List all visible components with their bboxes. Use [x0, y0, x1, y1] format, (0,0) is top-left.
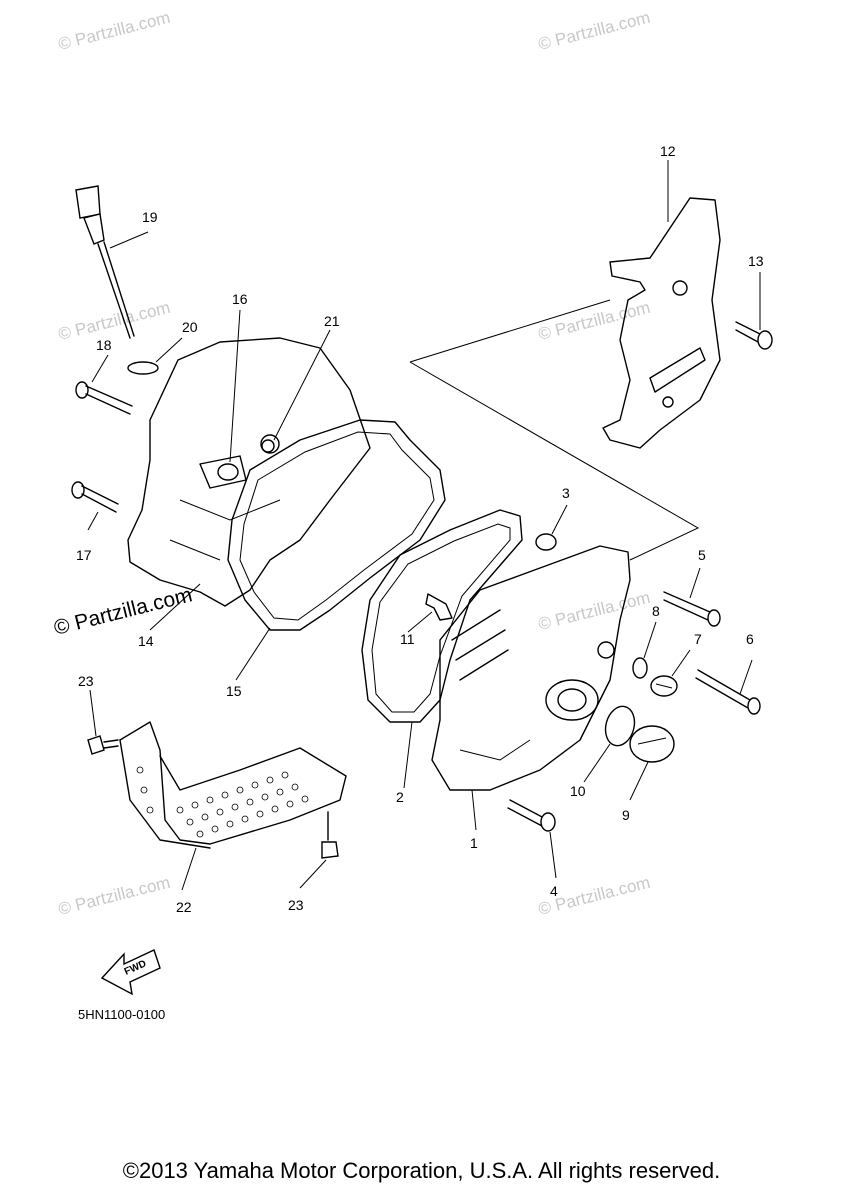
callout-23-lower: 23 — [288, 897, 304, 913]
dowel-16 — [217, 463, 239, 481]
plug-9 — [629, 725, 675, 763]
watermark: © Partzilla.com — [536, 588, 652, 634]
watermark: © Partzilla.com — [56, 873, 172, 919]
dowel-3 — [535, 533, 557, 551]
gasket-left — [227, 419, 446, 631]
plug-7 — [650, 675, 678, 697]
callout-13: 13 — [748, 253, 764, 269]
o-ring-20 — [127, 361, 159, 375]
bolt-5 — [663, 591, 721, 627]
callout-8: 8 — [652, 603, 660, 619]
skid-plate-holes — [136, 766, 309, 838]
bolt-18 — [75, 381, 133, 415]
projection-lines — [409, 299, 700, 561]
callout-11: 11 — [400, 631, 415, 647]
callout-17: 17 — [76, 547, 92, 563]
o-ring-10 — [604, 705, 636, 747]
callout-20: 20 — [182, 319, 198, 335]
copyright-notice: ©2013 Yamaha Motor Corporation, U.S.A. A… — [122, 1158, 721, 1183]
watermark-layer: © Partzilla.com © Partzilla.com © Partzi… — [52, 8, 652, 919]
callout-2: 2 — [396, 789, 404, 805]
bolt-17 — [71, 481, 119, 513]
callout-19: 19 — [142, 209, 158, 225]
callout-23-upper: 23 — [78, 673, 94, 689]
callout-22: 22 — [176, 899, 192, 915]
bolt-6 — [695, 669, 761, 715]
watermark-prominent: © Partzilla.com — [52, 583, 195, 640]
gasket-right — [361, 509, 523, 723]
sprocket-cover — [602, 197, 721, 449]
skid-plate — [119, 721, 347, 849]
callout-16: 16 — [232, 291, 248, 307]
watermark: © Partzilla.com — [56, 298, 172, 344]
bolt-23-upper — [87, 735, 119, 755]
bracket-11 — [425, 593, 453, 621]
dipstick — [75, 185, 135, 339]
callout-3: 3 — [562, 485, 570, 501]
watermark: © Partzilla.com — [536, 8, 652, 54]
watermark: © Partzilla.com — [56, 8, 172, 54]
callout-1: 1 — [470, 835, 478, 851]
callouts: 1 2 3 4 5 6 7 8 9 10 11 12 13 14 15 16 1… — [76, 143, 764, 915]
callout-7: 7 — [694, 631, 702, 647]
callout-9: 9 — [622, 807, 630, 823]
callout-4: 4 — [550, 883, 558, 899]
callout-10: 10 — [570, 783, 586, 799]
leader-lines — [87, 160, 761, 891]
oil-seal-21 — [261, 439, 275, 453]
callout-15: 15 — [226, 683, 242, 699]
callout-14: 14 — [138, 633, 154, 649]
o-ring-8 — [632, 657, 648, 679]
bolt-4 — [507, 799, 556, 832]
callout-18: 18 — [96, 337, 112, 353]
callout-12: 12 — [660, 143, 676, 159]
crankcase-cover-right — [431, 545, 631, 791]
callout-6: 6 — [746, 631, 754, 647]
fwd-arrow: FWD — [100, 949, 161, 996]
callout-21: 21 — [324, 313, 340, 329]
bolt-13 — [735, 321, 773, 350]
callout-5: 5 — [698, 547, 706, 563]
diagram-code: 5HN1100-0100 — [78, 1007, 166, 1022]
bolt-23-lower — [321, 811, 339, 859]
